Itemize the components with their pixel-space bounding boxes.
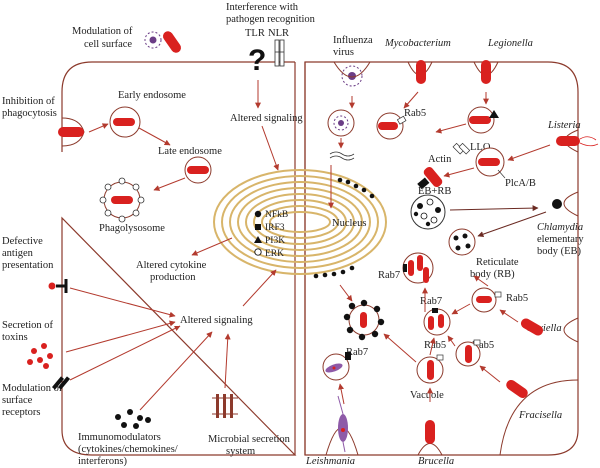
label-ebrb: EB+RB: [418, 186, 451, 197]
bacterium-icon: [58, 127, 84, 137]
label-plca: PlcA/B: [505, 178, 536, 189]
label-actin: Actin: [428, 154, 452, 165]
rab5-vacuole-b: [416, 354, 444, 384]
label-defective-antigen: Defective antigen presentation: [2, 236, 54, 271]
label-immunomodulators: Immunomodulators (cytokines/chemokines/ …: [78, 432, 180, 467]
legend-erk: ERK: [265, 249, 284, 259]
label-rab7-c: Rab7: [346, 347, 368, 358]
influenza-virus-icon: [341, 65, 363, 87]
label-late-endosome: Late endosome: [158, 146, 222, 157]
secretion-system-icon: [212, 394, 238, 418]
label-altered-signaling-bottom: Altered signaling: [180, 315, 253, 326]
label-phagolysosome: Phagolysosome: [99, 223, 165, 234]
label-brucella: Brucella: [418, 456, 454, 467]
endosome-virus: [327, 109, 355, 137]
legionella-icon: [481, 60, 491, 84]
label-chlamydia: Chlamydia elementary body (EB): [537, 222, 586, 257]
phagolysosome: [99, 177, 145, 223]
bacterium-icon: [162, 31, 182, 53]
label-secretion-toxins: Secretion of toxins: [2, 320, 56, 343]
brucella-icon: [425, 420, 435, 444]
cell-membrane-right: [304, 61, 579, 456]
label-fracisella: Fracisella: [518, 410, 562, 421]
nlr-receptor-icon: [274, 39, 285, 67]
label-llo: LLO: [470, 142, 491, 153]
legend-irf3: IRF3: [265, 223, 285, 233]
coxiella-icon: [520, 318, 544, 336]
immunomodulator-dots: [115, 409, 151, 429]
label-nucleus: Nucleus: [332, 218, 366, 229]
rab7-vacuole-b: [423, 308, 451, 336]
label-inhibition-phagocytosis: Inhibition of phagocytosis: [2, 96, 57, 119]
endoplasmic-reticulum: [213, 169, 387, 275]
legionella-vacuole: [467, 106, 499, 134]
label-reticulate-body: Reticulate body (RB): [470, 257, 521, 280]
rab5-vacuole-c: [455, 339, 481, 367]
legend-pi3k: PI3K: [265, 236, 285, 246]
label-interference: Interference with pathogen recognition: [226, 2, 316, 25]
receptor-block-icon: [51, 376, 71, 390]
fracisella-icon: [506, 379, 528, 399]
label-rab5-myco: Rab5: [404, 108, 426, 119]
actin-tail-icon: [417, 166, 443, 190]
mycobacterium-phagosome: [376, 112, 407, 140]
label-coxiella: Coxiella: [526, 323, 562, 334]
leishmania-vacuole: [322, 352, 351, 381]
lysosome-fusion-vacuole: [343, 299, 385, 341]
label-modulation-cell-surface: Modulation of cell surface: [72, 26, 135, 50]
mycobacterium-icon: [416, 60, 426, 84]
label-rab5-b: Rab5: [424, 340, 446, 351]
reticulate-body-vacuole: [448, 228, 476, 256]
virus-icon: [144, 31, 162, 49]
label-rab7-a: Rab7: [378, 270, 400, 281]
label-leishmania: Leishmania: [305, 456, 355, 467]
label-microbial-secretion: Microbial secretion system: [208, 434, 293, 457]
mhc-receptor-icon: [48, 279, 68, 293]
label-rab5-c: Rab5: [472, 340, 494, 351]
chlamydia-eb-icon: [552, 199, 562, 209]
ribosome-dots: [313, 177, 375, 279]
label-early-endosome: Early endosome: [118, 90, 186, 101]
label-altered-cytokine: Altered cytokine production: [136, 260, 209, 283]
listeria-icon: [556, 136, 599, 147]
label-influenza: Influenza virus: [333, 35, 375, 58]
signaling-legend: NFkB IRF3 PI3K ERK: [254, 210, 288, 259]
label-vacuole: Vacuole: [410, 390, 444, 401]
question-mark-icon: ?: [248, 44, 266, 77]
rab7-vacuole-a: [402, 252, 434, 284]
label-listeria: Listeria: [547, 120, 581, 131]
toxin-dots: [27, 343, 53, 369]
cell-membrane-left: [61, 61, 297, 456]
label-rab5-a: Rab5: [506, 293, 528, 304]
chlamydia-inclusion: [410, 194, 446, 230]
leishmania-icon: [337, 395, 348, 453]
legend-nfkb: NFkB: [265, 210, 288, 220]
listeria-vacuole: [452, 142, 505, 177]
rab5-vacuole-a: [471, 287, 502, 313]
label-mycobacterium: Mycobacterium: [384, 38, 451, 49]
label-tlr: TLR: [245, 28, 265, 39]
label-rab7-b: Rab7: [420, 296, 442, 307]
label-modulation-surface-receptors: Modulation of surface receptors: [2, 383, 65, 418]
label-altered-signaling-top: Altered signaling: [230, 113, 303, 124]
label-legionella: Legionella: [487, 38, 533, 49]
label-nlr: NLR: [268, 28, 289, 39]
